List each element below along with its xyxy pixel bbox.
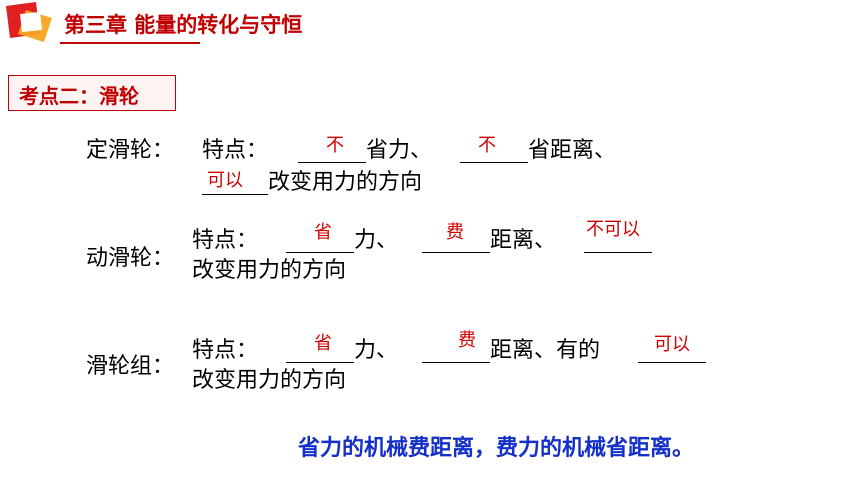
fixed-pulley-feature: 特点： — [202, 138, 269, 163]
chapter-title: 第三章 能量的转化与守恒 — [64, 13, 303, 37]
fixed-text-1: 省力、 — [366, 138, 433, 163]
movable-text-3: 改变用力的方向 — [192, 258, 347, 283]
movable-text-2: 距离、 — [490, 228, 557, 253]
block-blank-3[interactable] — [638, 340, 706, 363]
fixed-answer-3: 可以 — [207, 170, 243, 191]
fixed-blank-1[interactable] — [298, 140, 366, 163]
movable-answer-1: 省 — [314, 222, 332, 243]
block-answer-2: 费 — [458, 330, 476, 351]
pulley-block-label: 滑轮组： — [86, 354, 175, 379]
block-answer-1: 省 — [314, 333, 332, 354]
fixed-text-3: 改变用力的方向 — [268, 170, 423, 195]
fixed-blank-2[interactable] — [460, 140, 528, 163]
block-text-3: 改变用力的方向 — [192, 368, 347, 393]
topic-box: 考点二：滑轮 — [8, 75, 176, 111]
block-blank-2[interactable] — [422, 340, 490, 363]
movable-text-1: 力、 — [354, 228, 399, 253]
movable-pulley-feature: 特点： — [192, 228, 259, 253]
block-answer-3: 可以 — [654, 334, 690, 355]
topic-label: 考点二：滑轮 — [19, 84, 139, 108]
movable-pulley-label: 动滑轮： — [86, 246, 175, 271]
block-text-2: 距离、有的 — [490, 338, 601, 363]
title-underline — [60, 42, 200, 44]
fixed-answer-1: 不 — [326, 135, 344, 156]
fixed-text-2: 省距离、 — [528, 138, 617, 163]
fixed-blank-3[interactable] — [202, 172, 268, 195]
movable-blank-3[interactable] — [584, 230, 652, 253]
block-blank-1[interactable] — [286, 340, 354, 363]
fixed-pulley-label: 定滑轮： — [86, 138, 175, 163]
movable-blank-2[interactable] — [422, 230, 490, 253]
block-text-1: 力、 — [354, 338, 399, 363]
movable-answer-3: 不可以 — [586, 219, 640, 240]
movable-blank-1[interactable] — [286, 230, 354, 253]
summary-text: 省力的机械费距离，费力的机械省距离。 — [298, 436, 695, 461]
movable-answer-2: 费 — [446, 222, 464, 243]
pulley-block-feature: 特点： — [192, 338, 259, 363]
chapter-logo-icon — [0, 0, 60, 50]
fixed-answer-2: 不 — [478, 135, 496, 156]
